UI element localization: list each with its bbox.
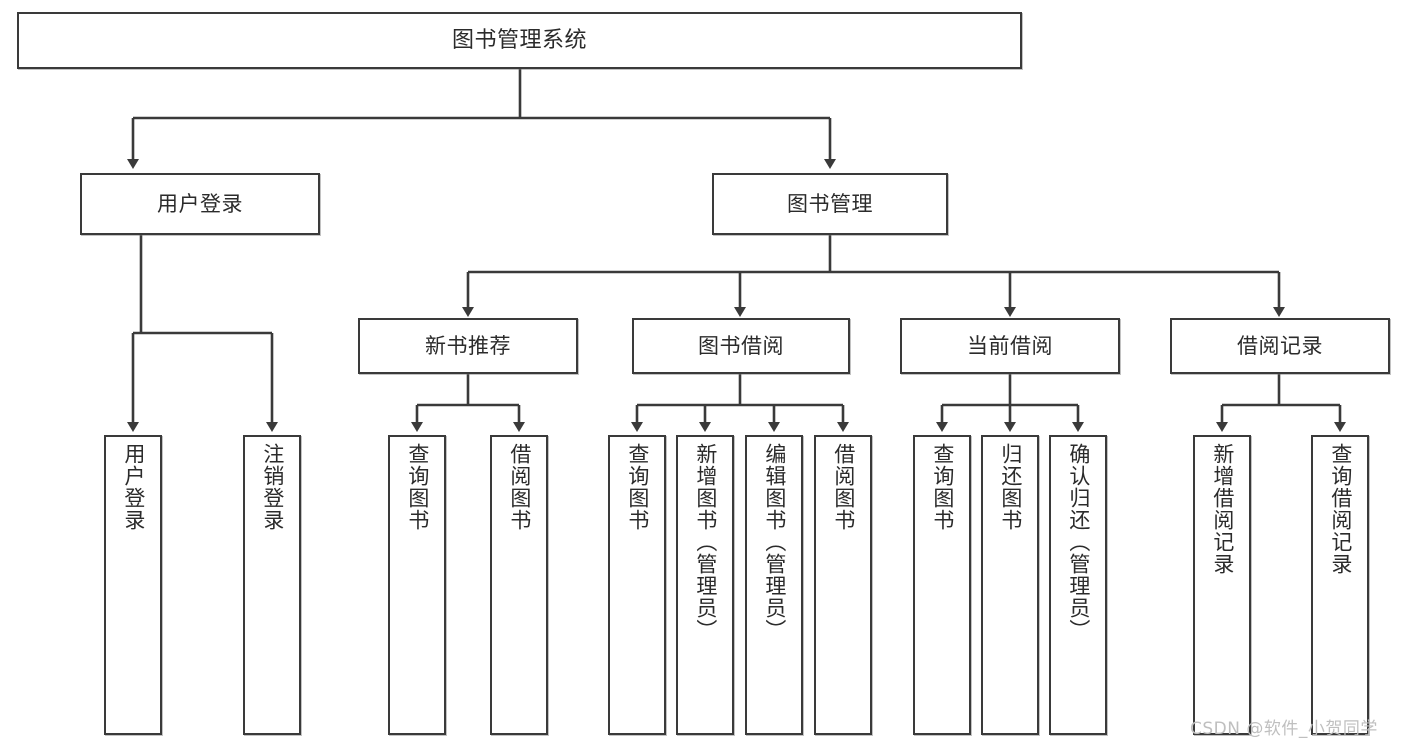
node-label: 确认归还（管理员）: [1066, 443, 1091, 641]
leaf-book-borrow-query[interactable]: 查询图书: [608, 435, 666, 735]
node-label: 借阅图书: [507, 443, 532, 531]
node-label: 用户登录: [157, 191, 243, 216]
node-label: 图书管理: [787, 191, 873, 216]
leaf-new-book-borrow[interactable]: 借阅图书: [490, 435, 548, 735]
leaf-new-book-query[interactable]: 查询图书: [388, 435, 446, 735]
node-label: 当前借阅: [967, 333, 1053, 358]
leaf-book-borrow-borrow[interactable]: 借阅图书: [814, 435, 872, 735]
leaf-current-borrow-query[interactable]: 查询图书: [913, 435, 971, 735]
node-label: 编辑图书（管理员）: [762, 443, 787, 641]
node-borrow-record[interactable]: 借阅记录: [1170, 318, 1390, 374]
node-label: 图书借阅: [698, 333, 784, 358]
node-user-login[interactable]: 用户登录: [80, 173, 320, 235]
node-book-management[interactable]: 图书管理: [712, 173, 948, 235]
node-label: 归还图书: [998, 443, 1023, 531]
leaf-current-borrow-confirm-return[interactable]: 确认归还（管理员）: [1049, 435, 1107, 735]
leaf-book-borrow-edit[interactable]: 编辑图书（管理员）: [745, 435, 803, 735]
leaf-borrow-record-add[interactable]: 新增借阅记录: [1193, 435, 1251, 735]
node-label: 查询借阅记录: [1328, 443, 1353, 575]
node-new-book-recommend[interactable]: 新书推荐: [358, 318, 578, 374]
leaf-borrow-record-query[interactable]: 查询借阅记录: [1311, 435, 1369, 735]
leaf-current-borrow-return[interactable]: 归还图书: [981, 435, 1039, 735]
node-label: 查询图书: [930, 443, 955, 531]
leaf-user-login-logout[interactable]: 注销登录: [243, 435, 301, 735]
node-label: 新书推荐: [425, 333, 511, 358]
node-label: 新增借阅记录: [1210, 443, 1235, 575]
node-label: 注销登录: [260, 443, 285, 531]
node-label: 查询图书: [405, 443, 430, 531]
leaf-book-borrow-add[interactable]: 新增图书（管理员）: [676, 435, 734, 735]
node-book-borrow[interactable]: 图书借阅: [632, 318, 850, 374]
node-label: 借阅图书: [831, 443, 856, 531]
node-current-borrow[interactable]: 当前借阅: [900, 318, 1120, 374]
watermark-text: CSDN @软件_小贺同学: [1190, 719, 1378, 739]
leaf-user-login-login[interactable]: 用户登录: [104, 435, 162, 735]
node-label: 借阅记录: [1237, 333, 1323, 358]
node-label: 新增图书（管理员）: [693, 443, 718, 641]
node-label: 查询图书: [625, 443, 650, 531]
node-label: 图书管理系统: [451, 27, 587, 53]
node-label: 用户登录: [121, 443, 146, 531]
node-root-system[interactable]: 图书管理系统: [17, 12, 1022, 69]
